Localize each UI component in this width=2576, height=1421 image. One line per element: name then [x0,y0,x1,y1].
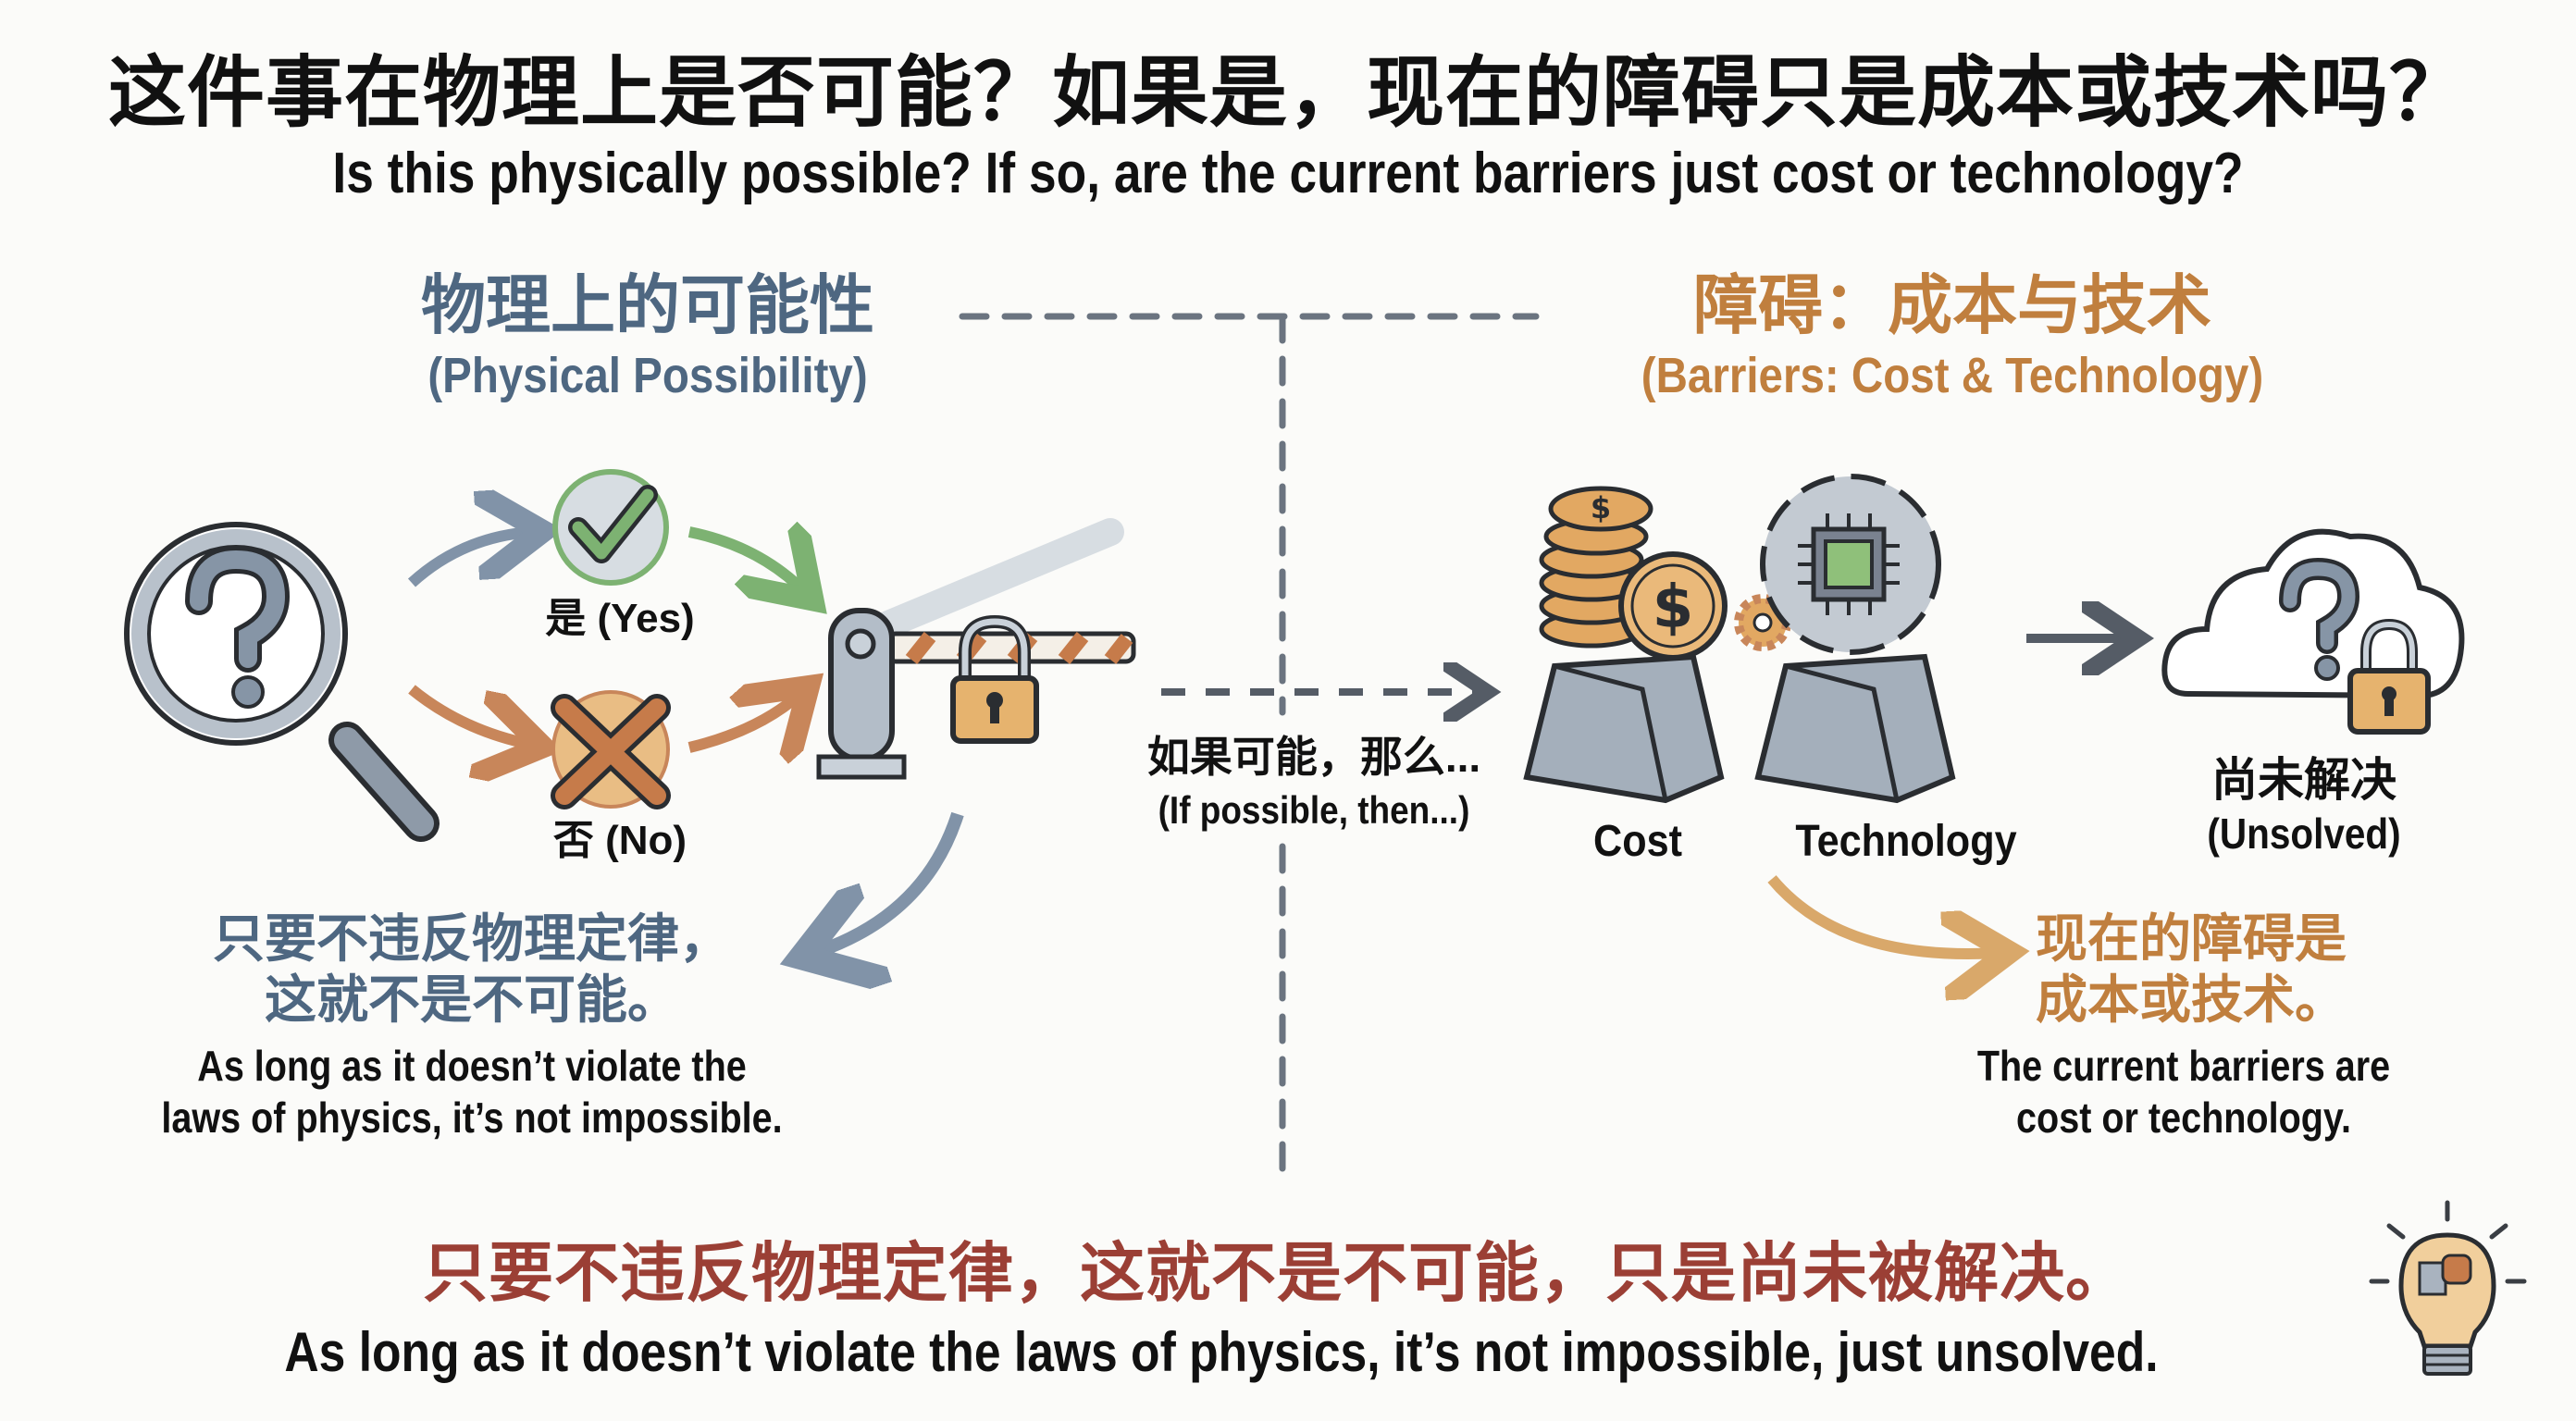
left-section-heading-zh: 物理上的可能性 [421,269,874,341]
padlock-icon [950,614,1039,744]
page-title-zh: 这件事在物理上是否可能？如果是，现在的障碍只是成本或技术吗？ [107,49,2468,136]
right-note-en-line2: cost or technology. [2016,1094,2351,1142]
magnifier-question-icon [124,522,440,842]
cost-label: Cost [1592,817,1682,866]
right-note-en: The current barriers are cost or technol… [1921,1040,2446,1143]
left-note-zh: 只要不违反物理定律， 这就不是不可能。 [102,908,842,1031]
right-note-zh-line1: 现在的障碍是 [2036,909,2347,968]
page-title-en: Is this physically possible? If so, are … [332,142,2244,205]
right-note-zh: 现在的障碍是 成本或技术。 [1925,908,2480,1031]
conclusion-zh: 只要不违反物理定律，这就不是不可能，只是尚未被解决。 [423,1237,2131,1309]
left-note-en-line1: As long as it doesn’t violate the [197,1042,747,1090]
arrow-to-right-note [1767,875,1999,954]
arrow-no-to-barrier [687,694,800,748]
yes-label: 是 (Yes) [545,596,695,641]
conclusion-en: As long as it doesn’t violate the laws o… [284,1321,2159,1383]
no-label: 否 (No) [552,818,687,863]
lightbulb-puzzle-icon [2369,1200,2527,1376]
arrow-yes-to-barrier [687,532,805,592]
cloud-question-icon [2161,528,2465,735]
left-note-zh-line2: 这就不是不可能。 [265,970,679,1029]
check-circle-icon [552,469,669,586]
coin-symbol-large: $ [1653,574,1694,642]
left-note-zh-line1: 只要不违反物理定律， [213,909,731,968]
section-divider [959,313,1540,1179]
coin-stack-icon: $ $ [1523,486,1791,804]
arrow-to-left-note [814,811,964,953]
cross-circle-icon [551,690,671,809]
connector-text-en: (If possible, then...) [1158,788,1470,832]
right-section-heading-zh: 障碍：成本与技术 [1693,269,2211,341]
coin-symbol-small: $ [1591,490,1611,525]
left-note-en: As long as it doesn’t violate the laws o… [138,1040,806,1143]
gear-chip-icon [1754,474,1956,804]
left-section-heading-en: (Physical Possibility) [427,348,868,403]
technology-label: Technology [1795,817,2017,866]
unsolved-label-en: (Unsolved) [2207,809,2401,858]
arrow-to-no [408,685,532,745]
left-note-en-line2: laws of physics, it’s not impossible. [161,1094,783,1142]
connector-text-zh: 如果可能，那么... [1146,733,1481,781]
right-note-zh-line2: 成本或技术。 [2036,970,2347,1029]
right-section-heading-en: (Barriers: Cost & Technology) [1641,348,2264,403]
arrow-to-yes [407,532,532,587]
right-note-en-line1: The current barriers are [1976,1042,2391,1090]
unsolved-label-zh: 尚未解决 [2211,754,2396,806]
barrier-gate-icon [816,518,1136,780]
